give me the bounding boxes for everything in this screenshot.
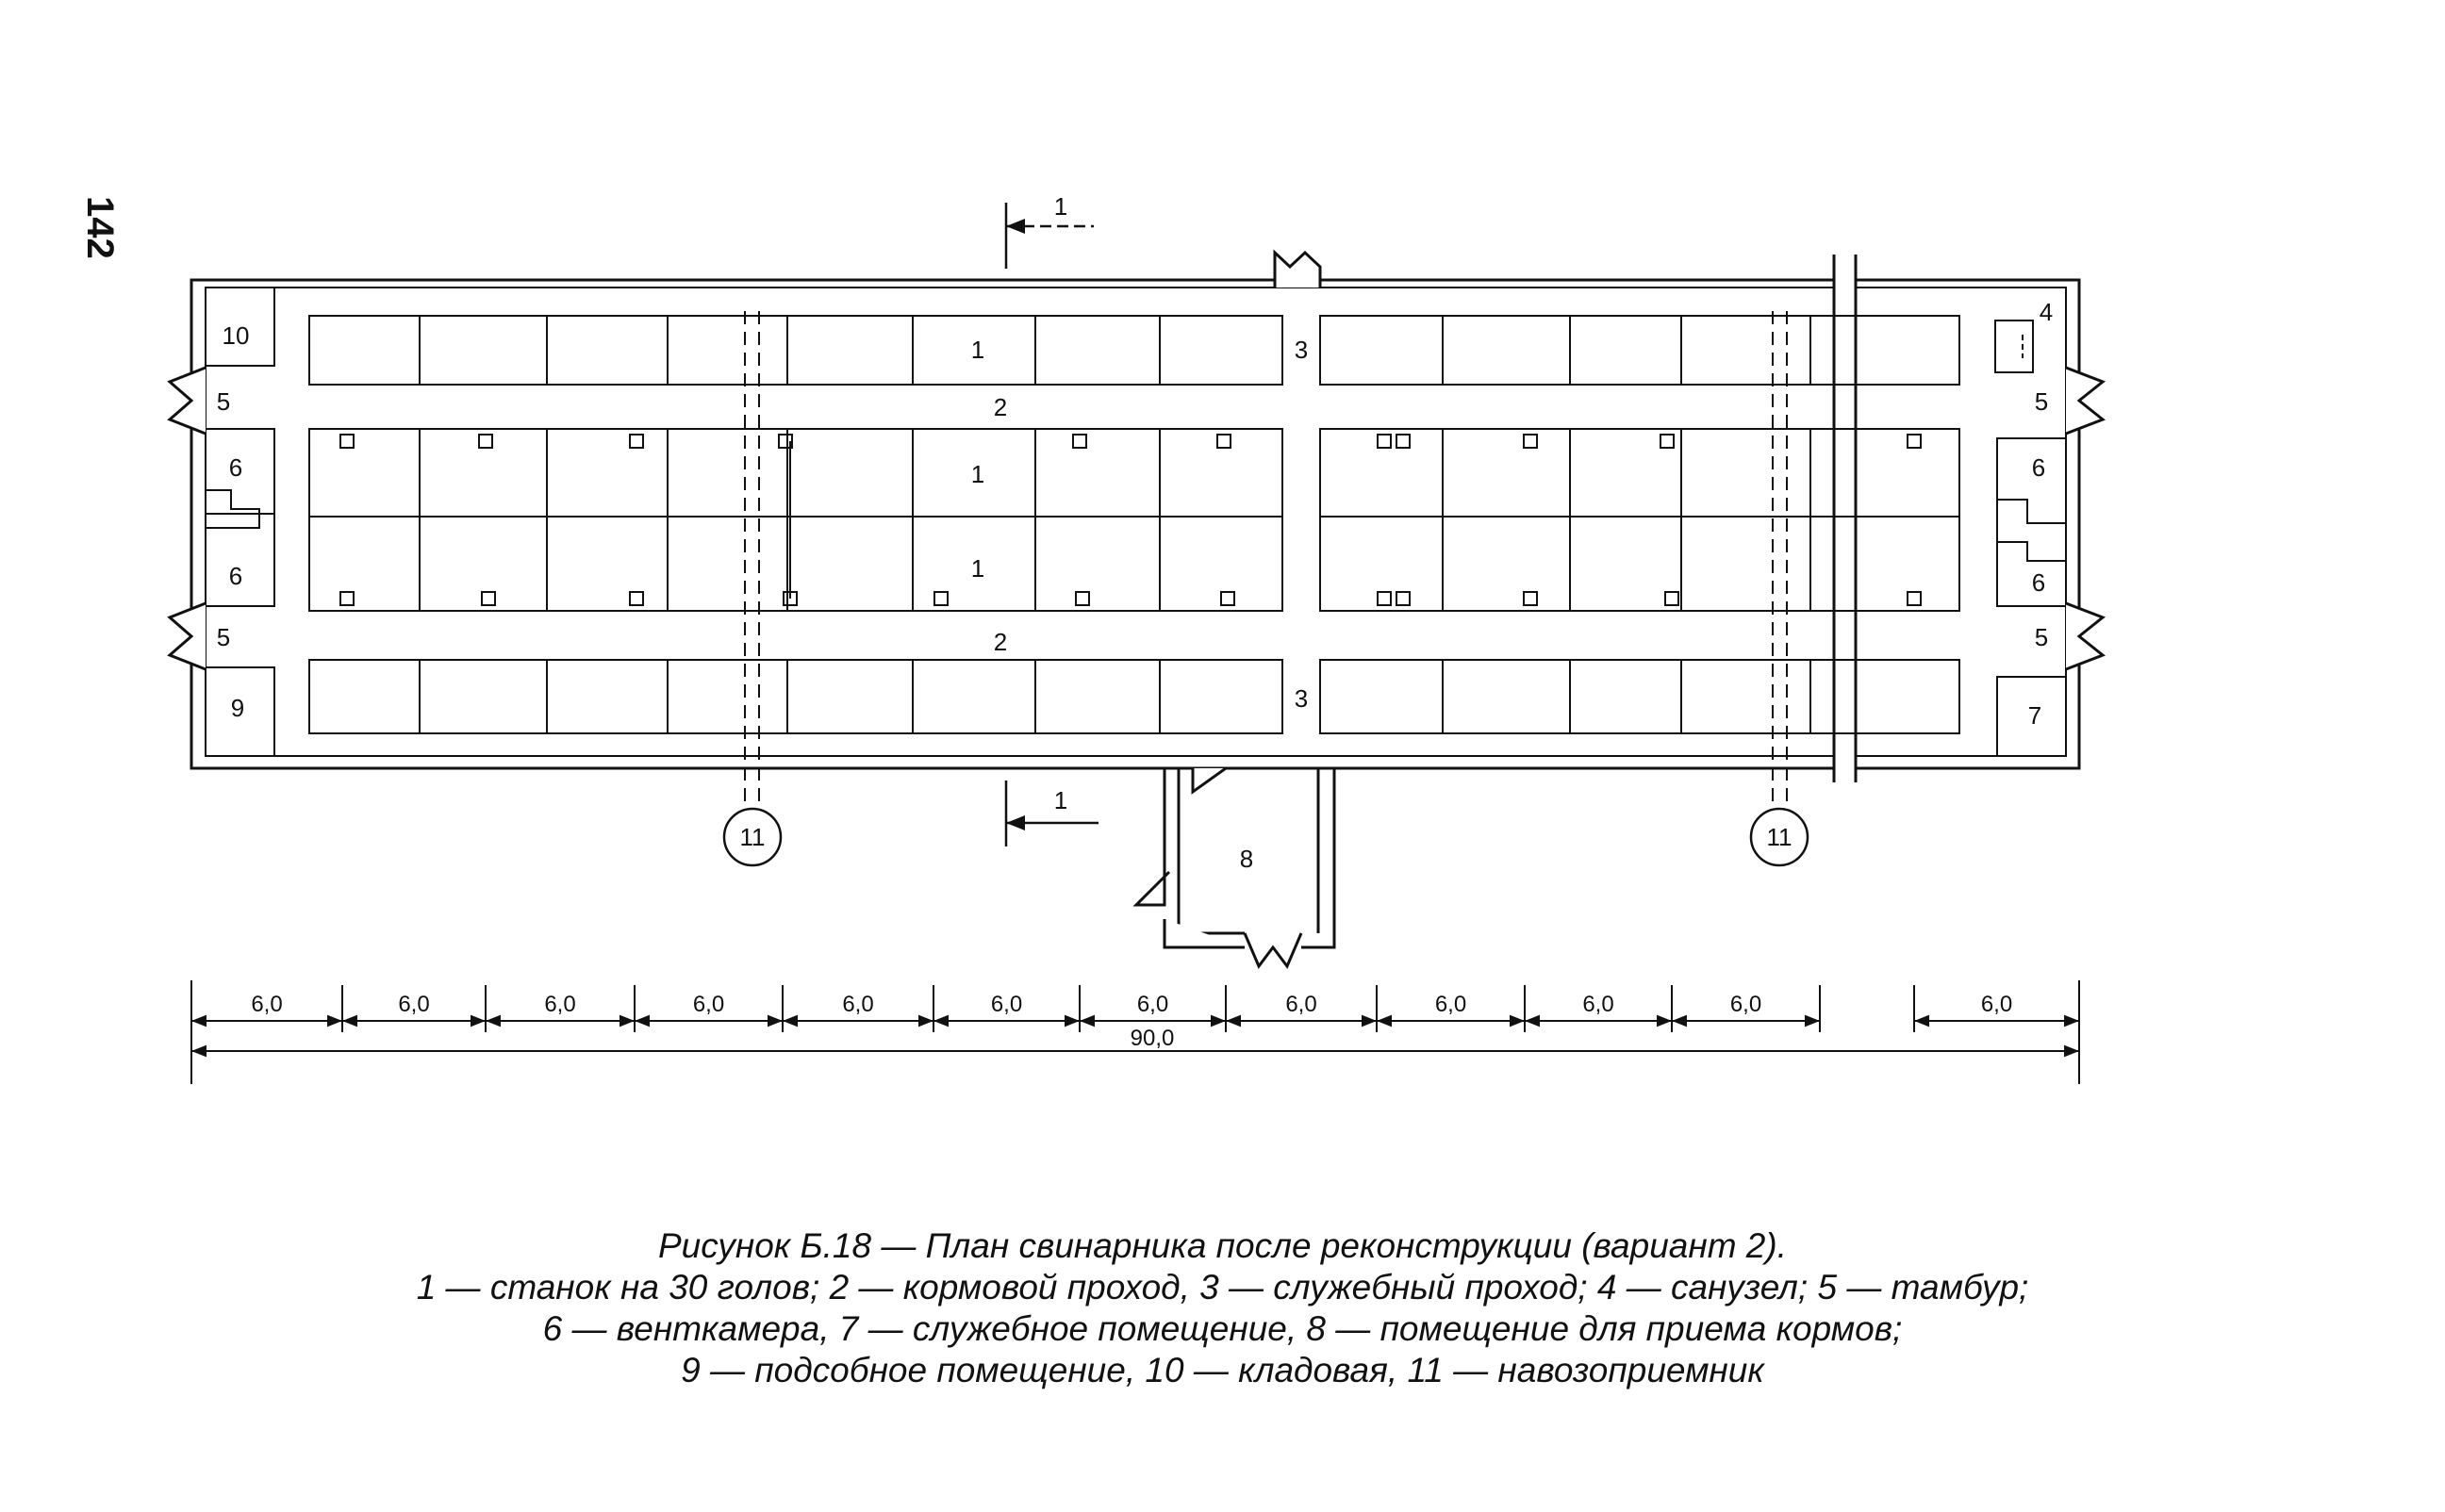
right-end-rooms	[1994, 320, 2067, 757]
caption-legend-2: 6 — венткамера, 7 — служебное помещение,…	[542, 1309, 1903, 1348]
feeder-icon	[778, 434, 793, 449]
section-mark-label: 1	[1054, 786, 1067, 814]
room-label-manure-receiver: 11	[1767, 823, 1792, 851]
break-line	[1832, 255, 1858, 792]
caption-legend-1: 1 — станок на 30 голов; 2 — кормовой про…	[416, 1268, 2029, 1307]
feeder-icon	[1220, 591, 1235, 606]
room-label-vestibule: 5	[217, 387, 230, 416]
room-label-storeroom: 10	[223, 321, 250, 350]
pen-rows	[308, 315, 1960, 734]
pen-row	[308, 428, 1283, 518]
feeder-icon	[629, 591, 644, 606]
feeder-icon	[1664, 591, 1679, 606]
feeder-icon	[1396, 434, 1411, 449]
pen-row	[1319, 315, 1960, 386]
bay-dimension-label: 6,0	[842, 992, 873, 1017]
feeder-icon	[1072, 434, 1087, 449]
room-label-stall: 1	[971, 336, 984, 364]
dimension-lines	[190, 980, 2080, 1084]
pen-row	[1319, 516, 1960, 612]
bay-dimension-label: 6,0	[544, 992, 575, 1017]
section-mark-label: 1	[1054, 192, 1067, 221]
bay-dimension-label: 6,0	[693, 992, 724, 1017]
caption-title: Рисунок Б.18 — План свинарника после рек…	[658, 1226, 1787, 1265]
feeder-icon	[1523, 591, 1538, 606]
bay-dimension-label: 6,0	[1582, 992, 1613, 1017]
room-label-stall: 1	[971, 460, 984, 488]
bay-dimension-label: 6,0	[1730, 992, 1761, 1017]
room-label-auxiliary-room: 9	[231, 694, 244, 722]
room-label-vent-chamber: 6	[229, 453, 242, 482]
total-dimension-label: 90,0	[1131, 1026, 1175, 1051]
room-label-feed-passage: 2	[994, 628, 1007, 656]
room-label-service-passage: 3	[1295, 684, 1308, 713]
room-label-vestibule: 5	[2035, 623, 2048, 651]
room-label-stall: 1	[971, 554, 984, 583]
feeder-icon	[1075, 591, 1090, 606]
room-label-vent-chamber: 6	[2032, 453, 2045, 482]
feeder-icon	[629, 434, 644, 449]
room-label-vestibule: 5	[217, 623, 230, 651]
bay-dimension-label: 6,0	[251, 992, 282, 1017]
feeder-icon	[1396, 591, 1411, 606]
feed-room-annex	[1132, 766, 1336, 969]
room-label-feed-passage: 2	[994, 393, 1007, 421]
pen-row	[1319, 659, 1960, 734]
bay-dimension-label: 6,0	[1435, 992, 1466, 1017]
room-label-manure-receiver: 11	[740, 823, 766, 851]
feeder-icon	[1907, 434, 1922, 449]
pen-row	[308, 659, 1283, 734]
feeder-icon	[1377, 591, 1392, 606]
feeder-icon	[1660, 434, 1675, 449]
left-end-rooms	[205, 287, 275, 757]
pen-row	[308, 516, 1283, 612]
feeder-icon	[339, 591, 355, 606]
room-label-vent-chamber: 6	[2032, 568, 2045, 597]
bay-dimension-label: 6,0	[1285, 992, 1316, 1017]
pen-row	[1319, 428, 1960, 518]
feeder-icon	[1377, 434, 1392, 449]
room-label-toilet: 4	[2040, 298, 2053, 326]
feeder-icon	[1216, 434, 1231, 449]
room-label-service-passage: 3	[1295, 336, 1308, 364]
entrance-notches	[167, 249, 2106, 671]
caption-legend-3: 9 — подсобное помещение, 10 — кладовая, …	[681, 1351, 1764, 1389]
outer-wall	[190, 278, 2081, 770]
section-markers	[1004, 203, 1099, 846]
feeder-icon	[339, 434, 355, 449]
bay-dimension-label: 6,0	[398, 992, 429, 1017]
feeder-icon	[1907, 591, 1922, 606]
bay-dimension-label: 6,0	[1981, 992, 2012, 1017]
feeder-icon	[933, 591, 949, 606]
manure-receivers	[722, 807, 1809, 867]
bay-dimension-label: 6,0	[1137, 992, 1168, 1017]
feeder-icon	[478, 434, 493, 449]
room-label-feed-room: 8	[1240, 845, 1253, 873]
room-label-service-room: 7	[2028, 701, 2041, 730]
room-label-vent-chamber: 6	[229, 562, 242, 590]
bay-dimension-label: 6,0	[991, 992, 1022, 1017]
feeder-icon	[1523, 434, 1538, 449]
feeder-icon	[481, 591, 496, 606]
manure-channels	[744, 311, 1788, 811]
pen-row	[308, 315, 1283, 386]
room-label-vestibule: 5	[2035, 387, 2048, 416]
